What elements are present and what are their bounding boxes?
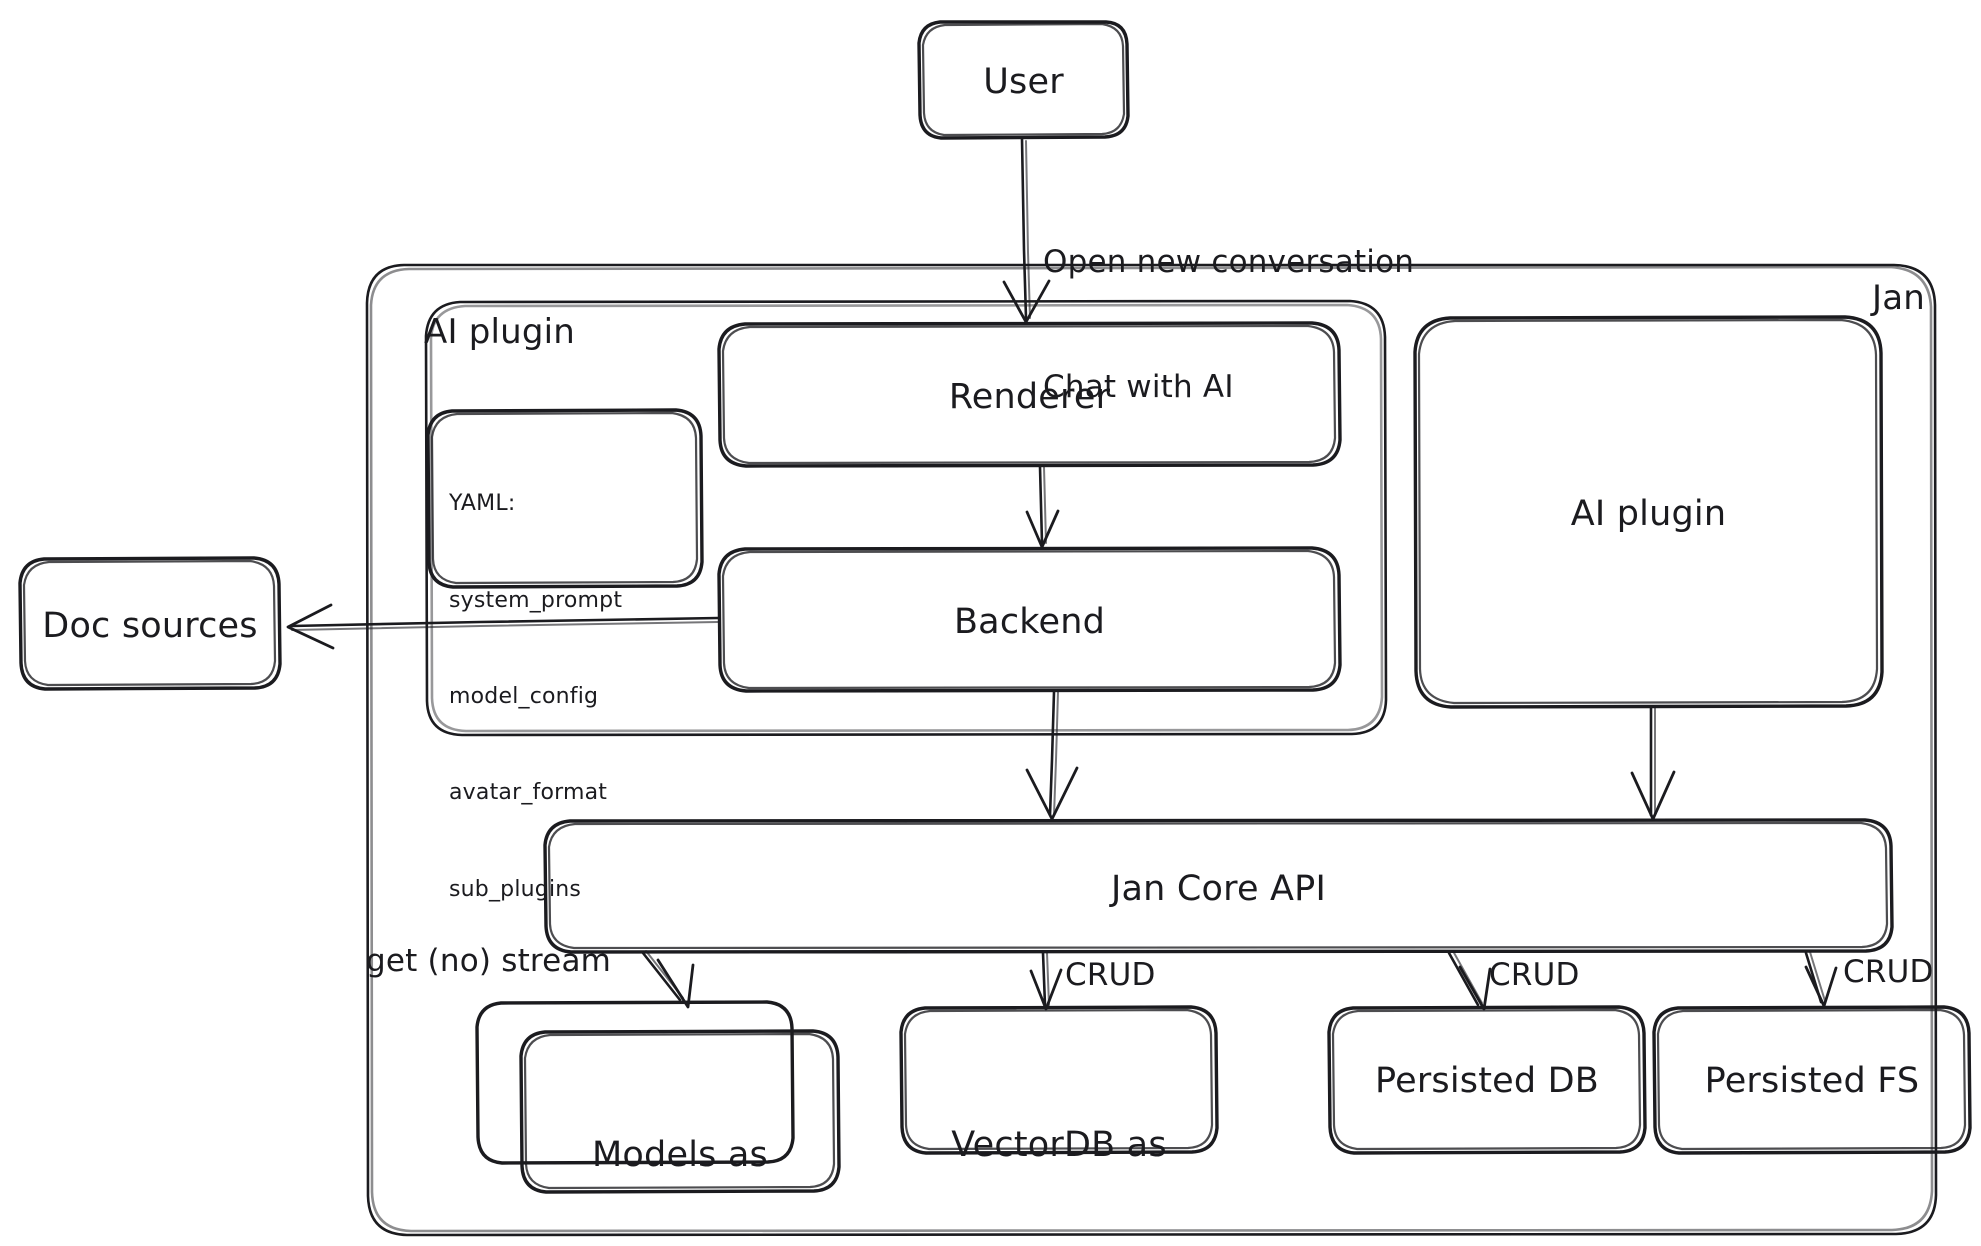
- node-yaml-card-shape: [426, 408, 704, 589]
- node-renderer-shape: [717, 321, 1342, 468]
- container-label-jan: Jan: [1872, 278, 1926, 318]
- node-label-vectordb-plugin-line1: VectorDB as: [951, 1124, 1167, 1165]
- node-label-user: User: [983, 62, 1064, 102]
- node-ai-plugin-shape: [1413, 315, 1884, 709]
- container-jan: [365, 263, 1938, 1237]
- edge-core-api-to-persisted-fs: [1804, 951, 1838, 1008]
- yaml-card-item-model-config: model_config: [449, 683, 599, 709]
- node-label-doc-sources: Doc sources: [42, 606, 258, 646]
- edge-core-api-to-persisted-db: [1447, 950, 1492, 1011]
- edge-label-crud-persisted-db: CRUD: [1489, 957, 1580, 993]
- yaml-card-heading: YAML:: [449, 491, 516, 517]
- edge-core-api-to-vectordb: [1029, 951, 1063, 1011]
- node-doc-sources-shape: [18, 556, 282, 691]
- edge-label-get-no-stream: get (no) stream: [366, 943, 612, 979]
- node-persisted-db-shape: [1327, 1005, 1647, 1155]
- edge-label-crud-persisted-fs: CRUD: [1843, 954, 1934, 990]
- edge-backend-to-core-api: [1025, 690, 1079, 821]
- edge-label-user-to-renderer-line2: Chat with AI: [1043, 369, 1234, 406]
- node-label-models-plugin: Models as plugin: [521, 1046, 839, 1246]
- node-vectordb-plugin-shape: [899, 1005, 1219, 1155]
- yaml-card-content: YAML: system_prompt model_config avatar_…: [449, 424, 622, 970]
- node-label-renderer: Renderer: [948, 377, 1111, 417]
- node-backend-shape: [717, 546, 1342, 693]
- edge-label-user-to-renderer-line1: Open new conversation: [1043, 243, 1415, 280]
- yaml-card-item-system-prompt: system_prompt: [449, 587, 623, 613]
- node-user-shape: [917, 20, 1130, 140]
- node-label-backend: Backend: [953, 602, 1106, 642]
- edge-label-user-to-renderer: Open new conversation Chat with AI: [1043, 158, 1414, 493]
- node-jan-core-api-shape: [543, 818, 1894, 954]
- edge-core-api-to-models: [641, 950, 695, 1009]
- node-label-models-plugin-line1: Models as: [592, 1134, 768, 1175]
- edge-user-to-renderer: [1002, 137, 1051, 324]
- container-label-ai-plugin-group: AI plugin: [424, 312, 576, 352]
- node-persisted-fs-shape: [1652, 1005, 1972, 1155]
- node-label-vectordb-plugin: VectorDB as plugin: [901, 1036, 1217, 1246]
- edge-renderer-to-backend: [1025, 465, 1060, 549]
- yaml-card-item-avatar-format: avatar_format: [449, 780, 608, 806]
- node-label-jan-core-api: Jan Core API: [1111, 869, 1326, 909]
- edge-label-crud-vectordb: CRUD: [1065, 957, 1156, 993]
- container-ai-plugin-group: [424, 299, 1388, 737]
- yaml-card-item-sub-plugins: sub_plugins: [449, 876, 582, 902]
- node-models-plugin-shape: [475, 1000, 841, 1194]
- node-label-ai-plugin: AI plugin: [1570, 494, 1727, 534]
- edge-backend-to-doc-sources: [286, 603, 720, 650]
- node-label-persisted-fs: Persisted FS: [1704, 1061, 1920, 1101]
- node-label-persisted-db: Persisted DB: [1375, 1061, 1599, 1101]
- edge-ai-plugin-to-core-api: [1630, 706, 1676, 821]
